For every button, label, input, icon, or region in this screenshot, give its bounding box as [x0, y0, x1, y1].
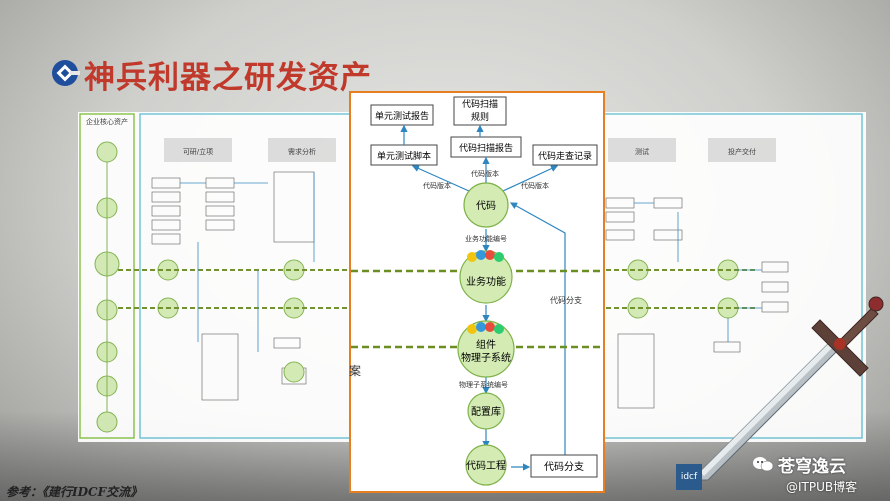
component-subsystem-label-line2: 物理子系统 [461, 351, 511, 364]
code-branch-label: 代码分支 [544, 461, 584, 473]
phase-header-box [708, 138, 776, 162]
edge-label-subsystem-id: 物理子系统编号 [459, 380, 508, 389]
code-review-record-box [532, 144, 598, 166]
component-subsystem-node [457, 320, 515, 378]
left-artifact-boxes [151, 171, 315, 401]
core-asset-node [96, 411, 118, 433]
code-scan-report-label: 代码扫描报告 [459, 142, 513, 154]
zoomed-detail-panel: 单元测试报告 代码扫描 规则 代码扫描报告 单元测试脚本 代码走查记录 代码版本… [349, 91, 605, 493]
code-project-label: 代码工程 [466, 460, 506, 472]
phase-header-test: 测试 [635, 147, 649, 156]
code-branch-box [530, 454, 598, 478]
phase-header-requirements: 需求分析 [288, 147, 316, 156]
idcf-logo: idcf [676, 464, 702, 490]
edge-label-business-function-id: 业务功能编号 [465, 234, 507, 243]
dot-red [485, 250, 495, 260]
site-watermark: @ITPUB博客 [786, 480, 858, 494]
code-scan-rules-label-line1: 代码扫描 [462, 98, 498, 110]
brand-watermark: 苍穹逸云 [778, 457, 846, 477]
business-function-node [459, 250, 513, 304]
config-repo-node [467, 392, 505, 430]
edge-label-code-branch: 代码分支 [550, 295, 582, 305]
right-artifact-boxes [605, 197, 789, 409]
business-function-label: 业务功能 [466, 275, 506, 288]
wechat-icon [753, 457, 774, 472]
ccb-logo-icon [52, 60, 80, 86]
unit-test-script-label: 单元测试脚本 [377, 150, 431, 162]
phase-header-box [164, 138, 232, 162]
phase-header-feasibility: 可研/立项 [183, 147, 213, 156]
edge-label-code-version-right: 代码版本 [521, 181, 549, 190]
component-subsystem-label-line1: 组件 [476, 338, 496, 351]
reference-footnote: 参考：《建行IDCF交流》 [6, 485, 143, 499]
dot-yellow [467, 324, 477, 334]
code-scan-rules-label-line2: 规则 [471, 111, 489, 123]
sword-decoration-icon [688, 296, 884, 481]
code-node [463, 182, 509, 228]
dot-blue [476, 322, 486, 332]
phase-header-box [268, 138, 336, 162]
slide-title: 神兵利器之研发资产 [84, 60, 372, 96]
edge-label-code-version-mid: 代码版本 [471, 169, 499, 178]
code-project-node [465, 444, 507, 486]
dot-blue [476, 250, 486, 260]
dot-yellow [467, 252, 477, 262]
background-connectors [180, 172, 762, 352]
phase-header-box [608, 138, 676, 162]
zoom-connectors [400, 124, 566, 471]
code-node-label: 代码 [476, 200, 496, 212]
zoom-diagram-canvas: 单元测试报告 代码扫描 规则 代码扫描报告 单元测试脚本 代码走查记录 代码版本… [351, 96, 603, 486]
edge-label-code-version-left: 代码版本 [423, 181, 451, 190]
core-assets-nodes [94, 141, 120, 433]
dot-red [485, 322, 495, 332]
config-repo-label: 配置库 [471, 405, 501, 418]
code-review-record-label: 代码走查记录 [538, 150, 592, 162]
core-asset-node [96, 141, 118, 163]
core-assets-header: 企业核心资产 [86, 117, 128, 126]
unit-test-report-label: 单元测试报告 [375, 110, 429, 122]
dot-green [494, 252, 504, 262]
phase-header-deploy: 投产交付 [728, 147, 756, 156]
dot-green [494, 324, 504, 334]
side-label: 案 [349, 364, 362, 378]
